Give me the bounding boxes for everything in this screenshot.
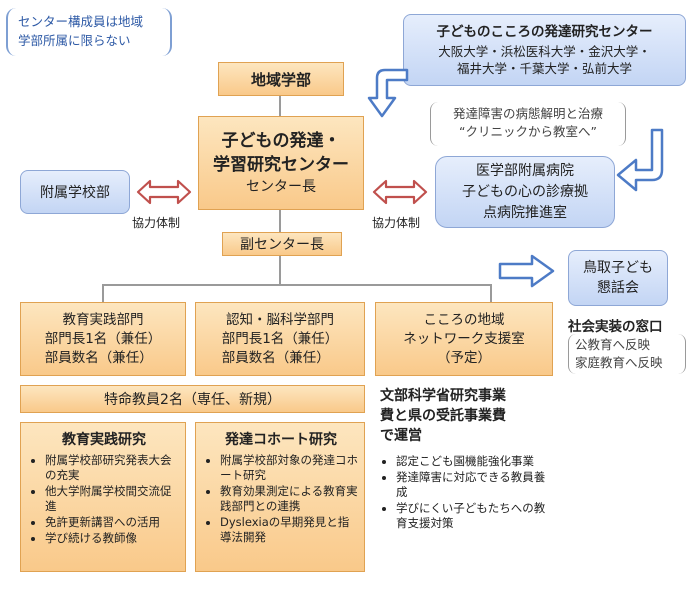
fuku-center-label: 副センター長 xyxy=(240,237,324,253)
monka-list: 認定こども園機能強化事業 発達障害に対応できる教員養成 学びにくい子どもたちへの… xyxy=(380,450,550,532)
main-center-box: 子どもの発達・ 学習研究センター センター長 xyxy=(198,116,364,210)
kyoiku-item-1: 附属学校部研究発表大会の充実 xyxy=(45,453,179,483)
double-arrow-right xyxy=(372,179,428,205)
hattatsu-note: 発達障害の病態解明と治療 “クリニックから教室へ” xyxy=(430,102,626,146)
dept-education-line-1: 部門長1名（兼任） xyxy=(44,330,162,347)
dept-network-line-2: （予定） xyxy=(437,349,491,366)
hattatsu-note-line-1: 発達障害の病態解明と治療 xyxy=(452,106,603,121)
cohort-item-1: 附属学校部対象の発達コホート研究 xyxy=(220,453,358,483)
dept-network-title: こころの地域 xyxy=(423,311,505,328)
kyoiku-item-3: 免許更新講習への活用 xyxy=(45,515,179,530)
connector-mid xyxy=(279,210,281,232)
connector-right xyxy=(490,284,492,302)
curved-arrow-right xyxy=(616,128,664,192)
connector-left xyxy=(102,284,104,302)
fuku-center-box: 副センター長 xyxy=(222,232,342,256)
cohort-item-3: Dyslexiaの早期発見と指導法開発 xyxy=(220,515,358,545)
dept-education-title: 教育実践部門 xyxy=(62,311,144,328)
member-note: センター構成員は地域 学部所属に限らない xyxy=(6,8,172,56)
dept-cognitive: 認知・脳科学部門 部門長1名（兼任） 部員数名（兼任） xyxy=(195,302,365,376)
main-center-title-1: 子どもの発達・ xyxy=(221,131,341,151)
renkei-center-line-1: 大阪大学・浜松医科大学・金沢大学・ xyxy=(438,43,651,59)
dept-education: 教育実践部門 部門長1名（兼任） 部員数名（兼任） xyxy=(20,302,186,376)
member-note-line-2: 学部所属に限らない xyxy=(18,33,131,48)
tokumei-box: 特命教員2名（専任、新規） xyxy=(20,385,365,413)
cohort-item-2: 教育効果測定による教育実践部門との連携 xyxy=(220,484,358,514)
center-director: センター長 xyxy=(246,179,316,195)
chiiki-gakubu-box: 地域学部 xyxy=(218,62,344,96)
kyoiku-research-box: 教育実践研究 附属学校部研究発表大会の充実 他大学附属学校間交流促進 免許更新講… xyxy=(20,422,186,572)
connector-top xyxy=(279,96,281,116)
shakai-title: 社会実装の窓口 xyxy=(568,319,663,335)
member-note-line-1: センター構成員は地域 xyxy=(18,14,144,29)
monka-item-2: 発達障害に対応できる教員養成 xyxy=(396,470,550,500)
connector-horizontal xyxy=(102,284,492,286)
tottori-box: 鳥取子ども 懇話会 xyxy=(568,250,668,306)
dept-cognitive-title: 認知・脳科学部門 xyxy=(226,311,334,328)
renkei-center-box: 子どものこころの発達研究センター 大阪大学・浜松医科大学・金沢大学・ 福井大学・… xyxy=(403,14,686,86)
dept-cognitive-line-2: 部員数名（兼任） xyxy=(221,349,330,366)
cohort-research-title: 発達コホート研究 xyxy=(225,432,337,448)
cohort-research-box: 発達コホート研究 附属学校部対象の発達コホート研究 教育効果測定による教育実践部… xyxy=(195,422,365,572)
hospital-box: 医学部附属病院 子どもの心の診療拠 点病院推進室 xyxy=(435,156,615,228)
fuzoku-gakkoubu-box: 附属学校部 xyxy=(20,170,130,214)
renkei-center-line-2: 福井大学・千葉大学・弘前大学 xyxy=(456,60,632,76)
renkei-center-title: 子どものこころの発達研究センター xyxy=(436,23,653,40)
tokumei-label: 特命教員2名（専任、新規） xyxy=(104,392,281,408)
hospital-line-1: 医学部附属病院 xyxy=(476,162,574,179)
dept-education-line-2: 部員数名（兼任） xyxy=(44,349,153,366)
dept-network-line-1: ネットワーク支援室 xyxy=(403,330,525,347)
shakai-line-2: 家庭教育へ反映 xyxy=(575,355,663,370)
monka-item-1: 認定こども園機能強化事業 xyxy=(396,454,550,469)
tottori-line-2: 懇話会 xyxy=(597,280,639,296)
arrow-to-tottori xyxy=(498,254,555,288)
shakai-line-1: 公教育へ反映 xyxy=(575,337,651,352)
kyoryoku-right-label: 協力体制 xyxy=(372,216,421,230)
hattatsu-note-line-2: “クリニックから教室へ” xyxy=(459,124,597,139)
connector-fuku xyxy=(279,256,281,285)
monka-box: 文部科学省研究事業 費と県の受託事業費 で運営 xyxy=(380,386,558,446)
fuzoku-gakkoubu-label: 附属学校部 xyxy=(40,185,110,201)
monka-item-3: 学びにくい子どもたちへの教育支援対策 xyxy=(396,501,550,531)
monka-line-2: 費と県の受託事業費 xyxy=(380,408,506,424)
hospital-line-3: 点病院推進室 xyxy=(483,204,567,221)
kyoryoku-left-label: 協力体制 xyxy=(132,216,181,230)
kyoiku-item-2: 他大学附属学校間交流促進 xyxy=(45,484,179,514)
dept-network: こころの地域 ネットワーク支援室 （予定） xyxy=(375,302,553,376)
double-arrow-left xyxy=(136,179,192,205)
shakai-lines: 公教育へ反映 家庭教育へ反映 xyxy=(568,334,686,374)
monka-line-3: で運営 xyxy=(380,428,422,444)
kyoiku-item-4: 学び続ける教師像 xyxy=(45,531,179,546)
curved-arrow-left xyxy=(367,68,409,118)
monka-line-1: 文部科学省研究事業 xyxy=(380,388,506,404)
tottori-line-1: 鳥取子ども xyxy=(583,260,653,276)
main-center-title-2: 学習研究センター xyxy=(213,155,349,175)
kyoiku-research-title: 教育実践研究 xyxy=(62,432,146,448)
dept-cognitive-line-1: 部門長1名（兼任） xyxy=(221,330,339,347)
chiiki-gakubu-label: 地域学部 xyxy=(250,70,311,89)
hospital-line-2: 子どもの心の診療拠 xyxy=(462,183,588,200)
